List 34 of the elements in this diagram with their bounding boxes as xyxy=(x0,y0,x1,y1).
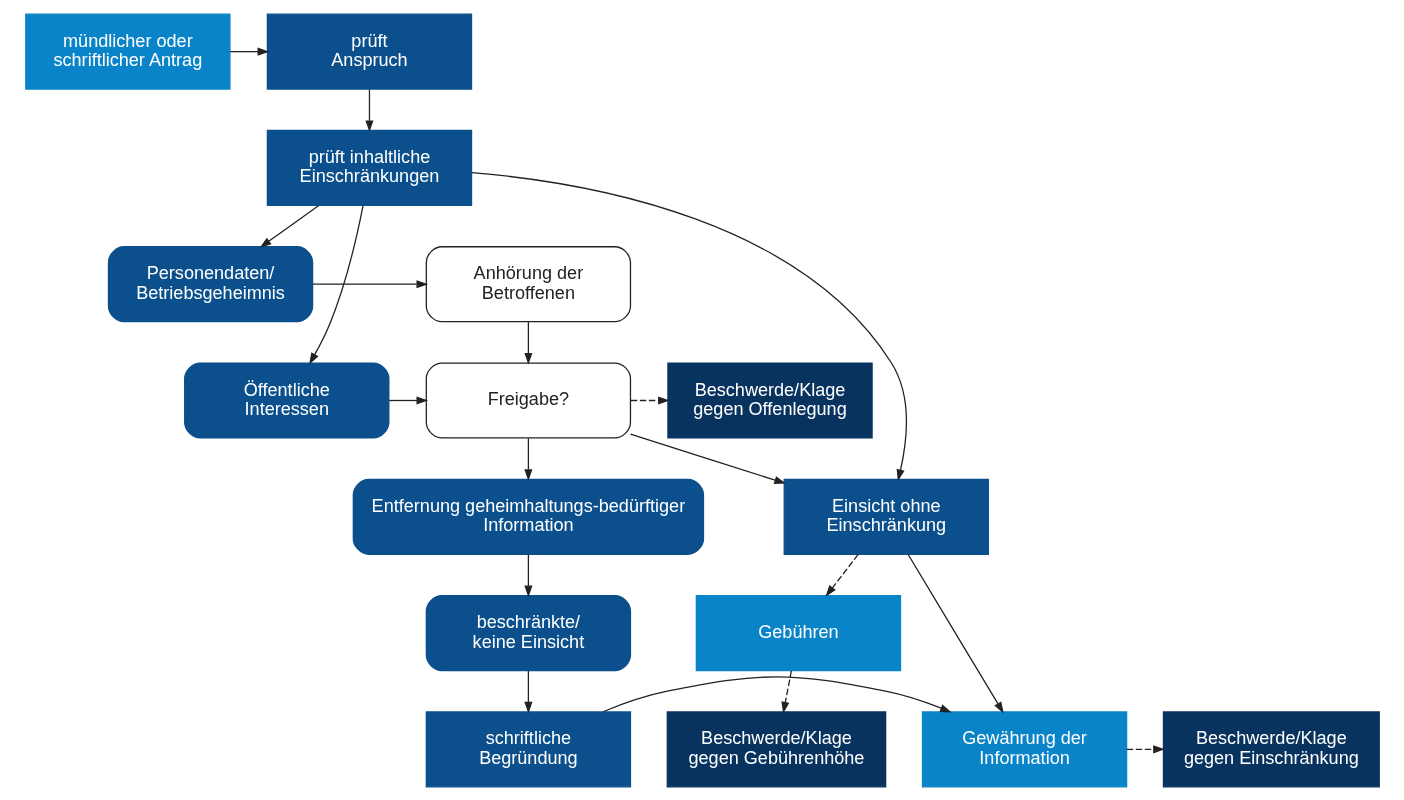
arrow xyxy=(601,675,952,712)
node-box: beschränkte/ keine Einsicht xyxy=(425,594,631,671)
arrow xyxy=(388,395,428,405)
node-box: mündlicher oder schriftlicher Antrag xyxy=(24,13,231,90)
arrow xyxy=(523,437,532,481)
node-box: Anhörung der Betroffenen xyxy=(425,245,631,322)
node-box: Beschwerde/Klage gegen Einschränkung xyxy=(1162,710,1380,787)
arrow xyxy=(780,669,792,713)
arrow xyxy=(308,204,364,364)
arrow xyxy=(523,553,532,597)
node-box: schriftliche Begründung xyxy=(425,710,631,787)
node-box: Personendaten/ Betriebsgeheimnis xyxy=(107,245,313,322)
arrow xyxy=(470,171,907,481)
node-box: Entfernung geheimhaltungs-bedürftiger Information xyxy=(352,478,704,555)
arrow xyxy=(907,553,1004,713)
node-box: Beschwerde/Klage gegen Offenlegung xyxy=(666,361,873,439)
arrow xyxy=(523,320,532,365)
node-box: Gebühren xyxy=(695,594,901,671)
arrow xyxy=(259,204,319,248)
node-box: Freigabe? xyxy=(425,361,631,439)
arrow xyxy=(1125,744,1165,753)
node-box: prüft inhaltliche Einschränkungen xyxy=(266,129,472,206)
node-box: Öffentliche Interessen xyxy=(183,361,389,439)
arrow xyxy=(629,433,786,484)
node-box: Einsicht ohne Einschränkung xyxy=(783,478,989,555)
arrow xyxy=(364,88,374,132)
arrow xyxy=(311,279,428,288)
node-box: prüft Anspruch xyxy=(266,13,472,90)
arrow xyxy=(229,47,269,56)
node-box: Gewährung der Information xyxy=(921,710,1127,787)
arrow xyxy=(824,553,859,597)
arrow xyxy=(523,669,532,713)
arrow xyxy=(629,395,670,405)
node-box: Beschwerde/Klage gegen Gebührenhöhe xyxy=(666,710,886,787)
